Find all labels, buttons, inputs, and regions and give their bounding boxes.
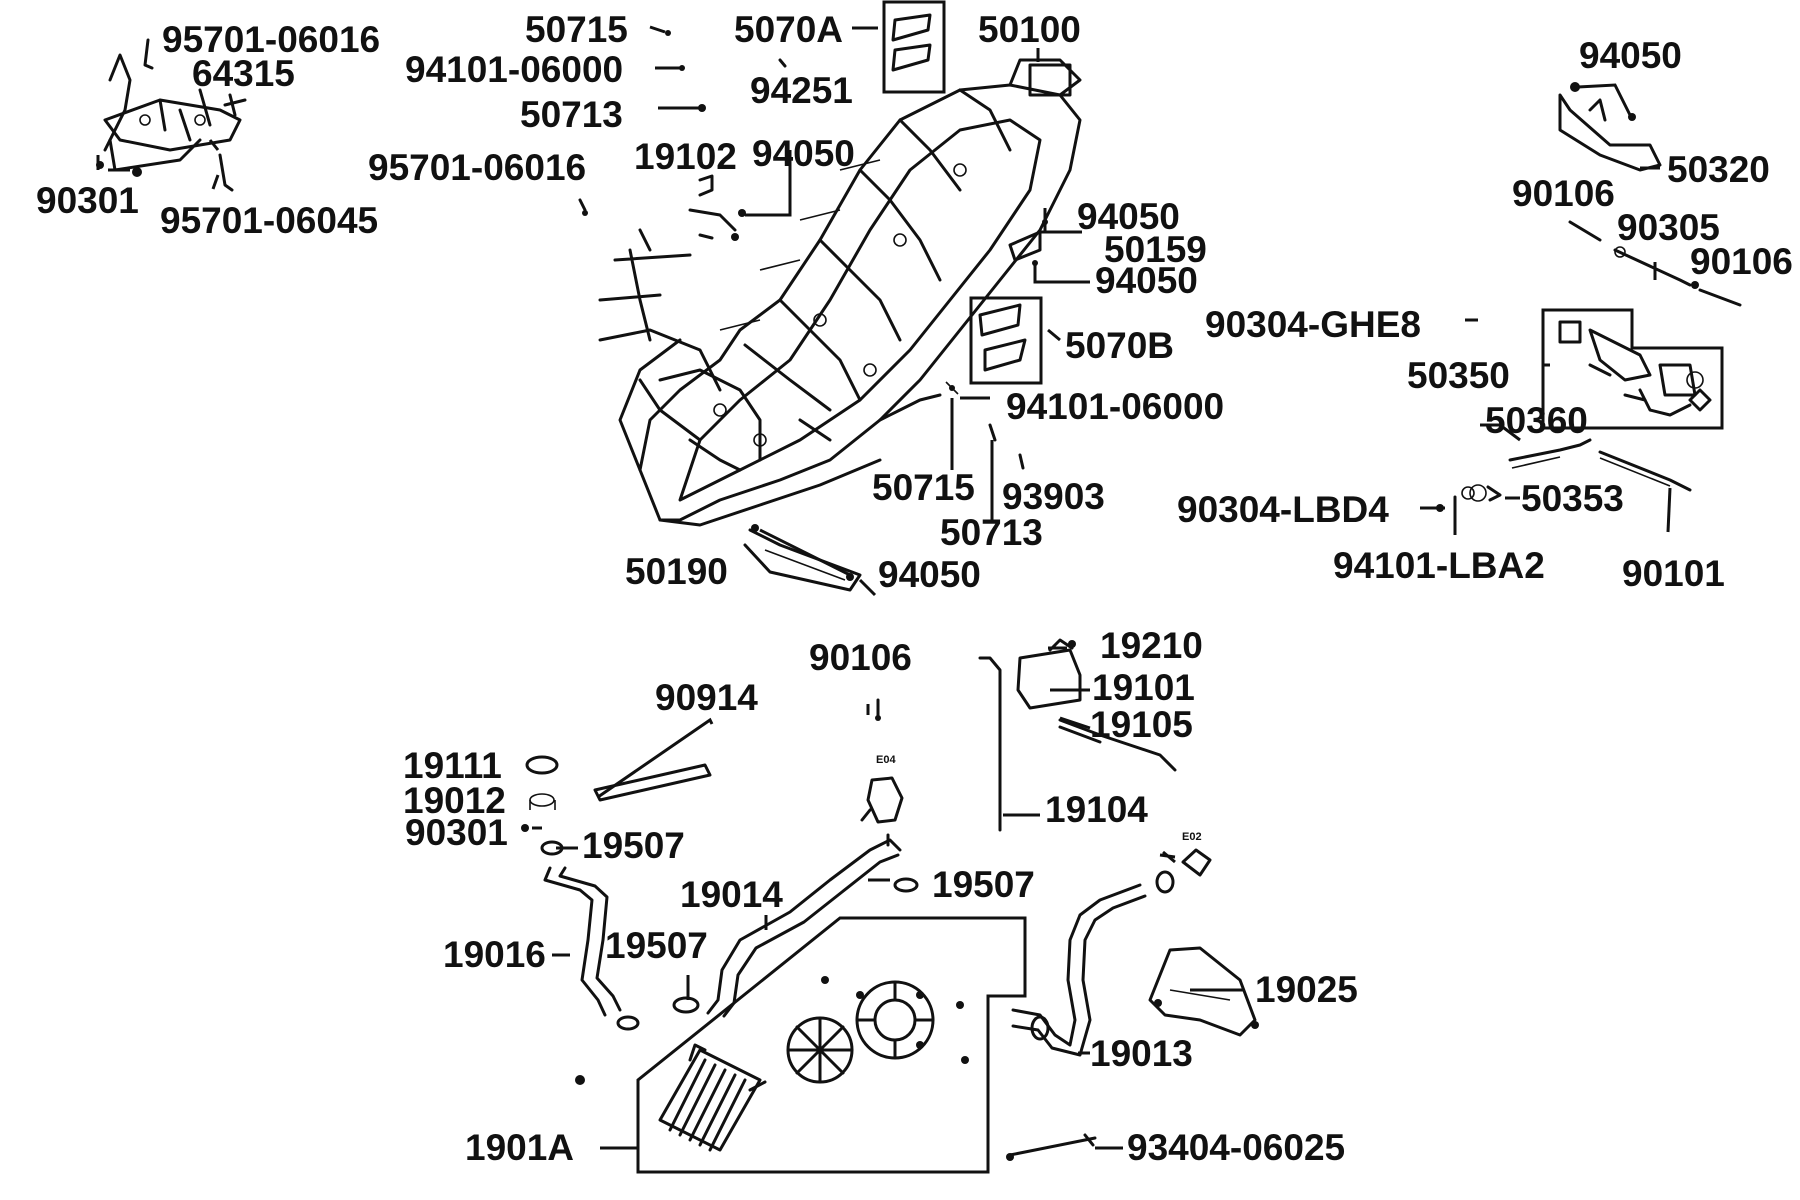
emblem-5070a-box [882, 0, 946, 94]
callout-50320: 50320 [1667, 149, 1770, 190]
callout-19210: 19210 [1100, 625, 1203, 666]
callout-50360: 50360 [1485, 400, 1588, 441]
callout-50190: 50190 [625, 551, 728, 592]
callout-90914: 90914 [655, 677, 758, 718]
callout-90106-a: 90106 [1512, 173, 1615, 214]
callout-19012: 19012 [403, 780, 506, 821]
link-parts-50360-50353 [1436, 438, 1692, 512]
filler-cap-stack [521, 755, 564, 856]
callout-94101-LBA2: 94101-LBA2 [1333, 545, 1545, 586]
reservoir-tank-19101 [978, 638, 1177, 832]
top-middle-hardware [578, 25, 787, 241]
callout-93404-06025: 93404-06025 [1127, 1127, 1345, 1168]
callout-90301-a: 90301 [36, 180, 139, 221]
right-rods-90106-90305 [1568, 220, 1742, 307]
callout-19016: 19016 [443, 934, 546, 975]
leader-lines [96, 26, 1672, 1150]
connector-tag-E02: E02 [1182, 831, 1202, 843]
callout-19013: 19013 [1090, 1033, 1193, 1074]
thermostat-housing-E04 [860, 698, 904, 847]
callout-94251: 94251 [750, 70, 853, 111]
callout-50159: 50159 [1104, 229, 1207, 270]
bracket-50159-drawing [1008, 208, 1090, 284]
callout-94050-e: 94050 [1579, 35, 1682, 76]
callout-94101-06000-b: 94101-06000 [1006, 386, 1224, 427]
callout-50353: 50353 [1521, 478, 1624, 519]
callout-19111: 19111 [403, 745, 502, 786]
connector-tag-E04: E04 [876, 754, 896, 766]
callout-94050-a: 94050 [752, 133, 855, 174]
right-mount-bracket-50320 [1558, 82, 1662, 172]
callout-94050-c: 94050 [1095, 260, 1198, 301]
callout-94050-b: 94050 [1077, 196, 1180, 237]
callout-90304-GHE8: 90304-GHE8 [1205, 304, 1421, 345]
rear-bracket-drawing [96, 38, 247, 192]
callout-94101-06000-a: 94101-06000 [405, 49, 623, 90]
emblem-5070b-box [969, 296, 1043, 385]
callout-93903: 93903 [1002, 476, 1105, 517]
callout-1901A: 1901A [465, 1127, 574, 1168]
callout-5070A: 5070A [734, 9, 843, 50]
undertray-bar-50190 [743, 524, 862, 592]
radiator-box-1901A [575, 916, 1027, 1174]
callout-95701-06045: 95701-06045 [160, 200, 378, 241]
callout-90101: 90101 [1622, 553, 1725, 594]
callout-90304-LBD4: 90304-LBD4 [1177, 489, 1389, 530]
callout-95701-06016-a: 95701-06016 [162, 19, 380, 60]
hose-19014 [672, 838, 919, 1018]
callout-50350: 50350 [1407, 355, 1510, 396]
callout-64315: 64315 [192, 53, 295, 94]
callout-19105: 19105 [1090, 704, 1193, 745]
callout-19507-b: 19507 [932, 864, 1035, 905]
radiator-shroud-19025 [1148, 946, 1259, 1037]
callout-19014: 19014 [680, 874, 783, 915]
callout-19101: 19101 [1092, 667, 1195, 708]
callout-90305: 90305 [1617, 207, 1720, 248]
callout-5070B: 5070B [1065, 325, 1174, 366]
callout-50715-a: 50715 [525, 9, 628, 50]
callout-50713-b: 50713 [940, 512, 1043, 553]
callout-50715-b: 50715 [872, 467, 975, 508]
hose-19013 [1011, 848, 1212, 1057]
hose-19016 [543, 866, 640, 1031]
callout-19102: 19102 [634, 136, 737, 177]
callout-labels: 95701-06016 64315 90301 95701-06045 5071… [36, 9, 1793, 1168]
callout-50713-a: 50713 [520, 94, 623, 135]
callout-90301-b: 90301 [405, 812, 508, 853]
callout-19507-a: 19507 [582, 825, 685, 866]
callout-90106-c: 90106 [809, 637, 912, 678]
main-frame-drawing [598, 58, 1082, 527]
callout-19025: 19025 [1255, 969, 1358, 1010]
engine-hanger-box-50350 [1541, 308, 1724, 430]
callout-19104: 19104 [1045, 789, 1148, 830]
under-frame-hardware [945, 381, 1025, 520]
callout-94050-d: 94050 [878, 554, 981, 595]
callout-90106-b: 90106 [1690, 241, 1793, 282]
callout-95701-06016-b: 95701-06016 [368, 147, 586, 188]
callout-50100: 50100 [978, 9, 1081, 50]
callout-19507-c: 19507 [605, 925, 708, 966]
